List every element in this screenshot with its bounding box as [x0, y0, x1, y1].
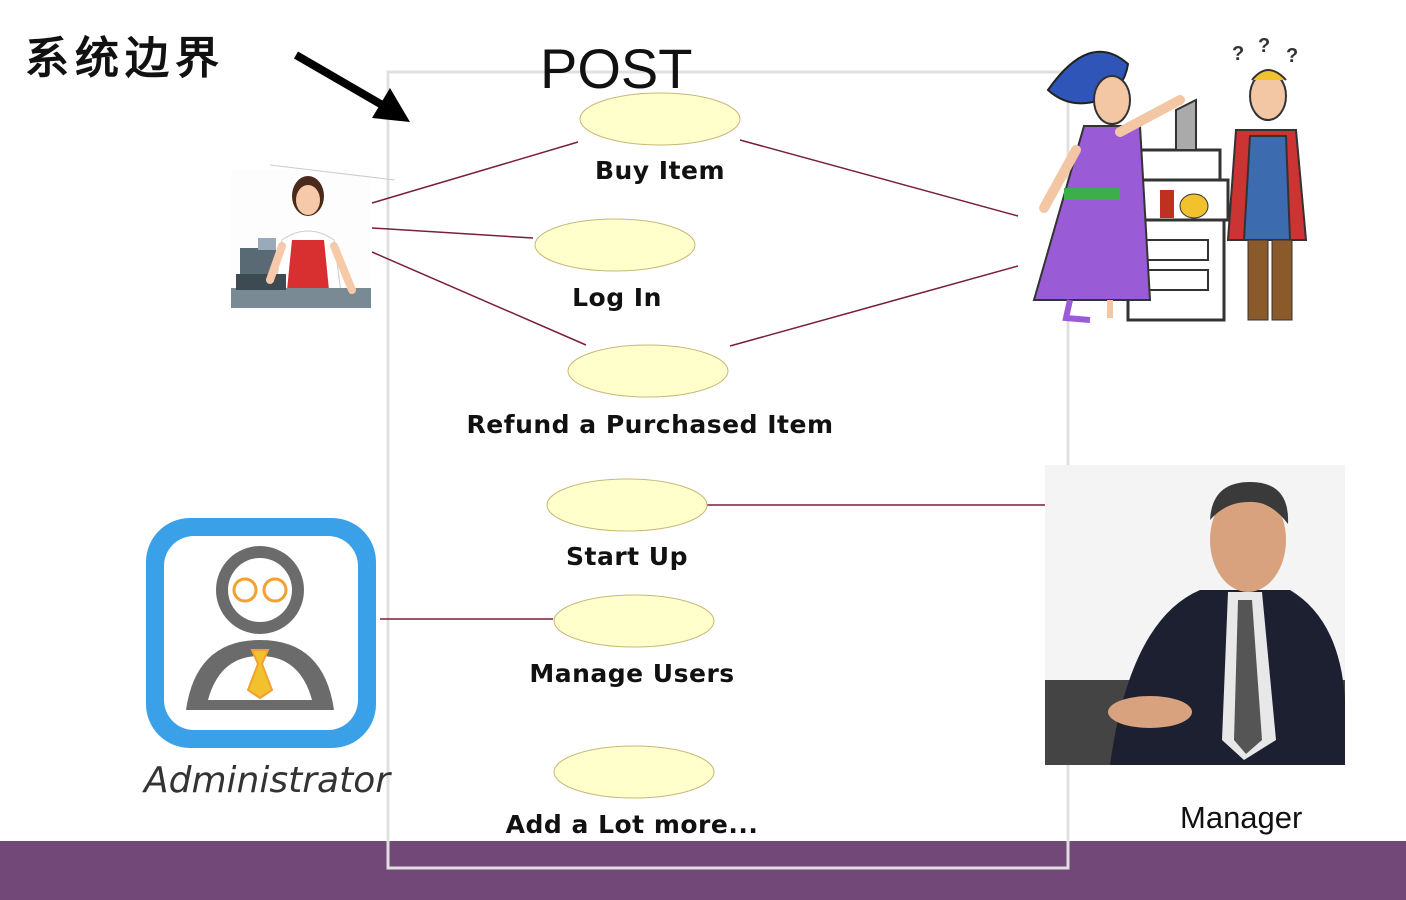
assoc-cashier-buy-item — [371, 141, 579, 204]
use-case-log-in[interactable] — [534, 218, 696, 272]
system-boundary — [386, 70, 1070, 870]
use-case-label: Manage Users — [529, 659, 735, 688]
svg-text:?: ? — [1258, 35, 1270, 57]
assoc-customer-buy-item — [739, 139, 1019, 217]
svg-text:?: ? — [1286, 45, 1298, 67]
cashier-actor — [231, 164, 396, 312]
association-lines — [371, 139, 1045, 620]
use-case-label: Buy Item — [594, 156, 726, 185]
use-case-manage-users[interactable] — [553, 594, 715, 648]
use-case-buy-item[interactable] — [579, 92, 741, 146]
manager-label: Manager — [1180, 800, 1303, 835]
assoc-cashier-refund — [371, 251, 587, 346]
customer-actor: ? ? ? — [1032, 35, 1308, 323]
use-case-label: Refund a Purchased Item — [466, 410, 834, 439]
boundary-arrow — [293, 51, 410, 122]
svg-text:?: ? — [1232, 43, 1244, 65]
use-case-label: Add a Lot more... — [505, 810, 759, 839]
administrator-icon — [146, 518, 376, 748]
use-case-add-more[interactable] — [553, 745, 715, 799]
boundary-note: 系统边界 — [25, 33, 225, 84]
use-case-label: Log In — [572, 283, 662, 312]
assoc-customer-refund — [729, 265, 1019, 347]
footer-bar — [0, 841, 1406, 900]
use-case-refund-item[interactable] — [567, 344, 729, 398]
use-case-start-up[interactable] — [546, 478, 708, 532]
use-case-label: Start Up — [565, 542, 689, 571]
system-title: POST — [540, 37, 693, 100]
administrator-label: Administrator — [144, 760, 391, 801]
assoc-cashier-log-in — [371, 227, 534, 239]
manager-photo — [1045, 465, 1345, 765]
